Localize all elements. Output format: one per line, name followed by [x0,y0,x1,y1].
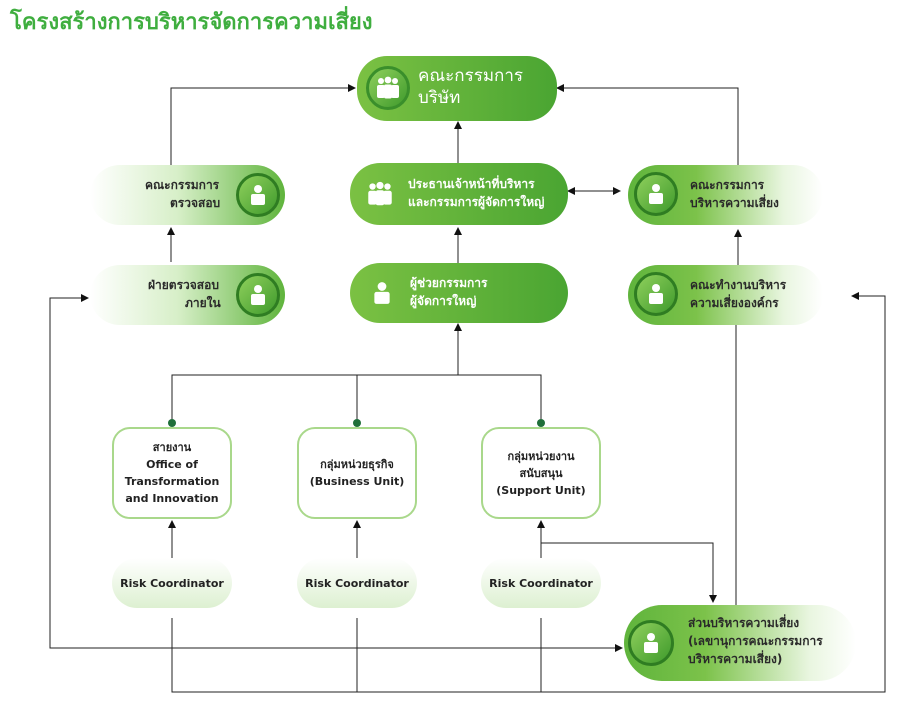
connector-dot [537,419,545,427]
risk-coordinator: Risk Coordinator [297,558,417,608]
ceo-line1: ประธานเจ้าหน้าที่บริหาร [408,177,535,191]
unit-label: (Business Unit) [309,475,405,488]
group-icon [366,66,410,110]
assistant-md-line2: ผู้จัดการใหญ่ [410,294,477,308]
unit-label: สายงาน [152,441,192,454]
unit-business: กลุ่มหน่วยธุรกิจ (Business Unit) [297,427,417,519]
unit-label: กลุ่มหน่วยธุรกิจ [320,458,394,471]
person-icon [236,273,280,317]
person-icon [634,272,678,316]
unit-label: and Innovation [125,492,219,505]
group-icon [358,172,402,216]
page-title: โครงสร้างการบริหารจัดการความเสี่ยง [10,10,373,35]
board-label-line1: คณะกรรมการ [418,66,524,86]
unit-label: สนับสนุน [519,466,563,480]
audit-committee-line2: ตรวจสอบ [170,196,221,210]
person-icon [634,172,678,216]
unit-label: Office of [146,458,198,471]
erm-working-group-line2: ความเสี่ยงองค์กร [690,296,779,310]
risk-dept-line1: ส่วนบริหารความเสี่ยง [688,616,800,630]
risk-committee-line1: คณะกรรมการ [690,178,765,192]
unit-label: Transformation [124,475,220,488]
internal-audit-line2: ภายใน [185,296,221,310]
person-icon [628,620,674,666]
risk-coordinator: Risk Coordinator [112,558,232,608]
unit-label: กลุ่มหน่วยงาน [507,449,575,463]
assistant-md-line1: ผู้ช่วยกรรมการ [410,276,488,290]
risk-coordinator: Risk Coordinator [481,558,601,608]
person-icon [236,173,280,217]
connector-dot [168,419,176,427]
internal-audit-line1: ฝ่ายตรวจสอบ [148,278,219,292]
risk-dept-line2: (เลขานุการคณะกรรมการ [688,634,823,648]
board-label-line2: บริษัท [418,88,461,108]
risk-dept-line3: บริหารความเสี่ยง) [688,652,783,666]
risk-committee-line2: บริหารความเสี่ยง [690,196,779,210]
audit-committee-line1: คณะกรรมการ [145,178,220,192]
unit-office-of-transformation: สายงาน Office of Transformation and Inno… [112,427,232,519]
unit-support: กลุ่มหน่วยงาน สนับสนุน (Support Unit) [481,427,601,519]
erm-working-group-line1: คณะทำงานบริหาร [690,278,787,292]
unit-label: (Support Unit) [496,483,586,497]
connector-dot [353,419,361,427]
ceo-line2: และกรรมการผู้จัดการใหญ่ [408,195,545,209]
person-icon [360,271,404,315]
